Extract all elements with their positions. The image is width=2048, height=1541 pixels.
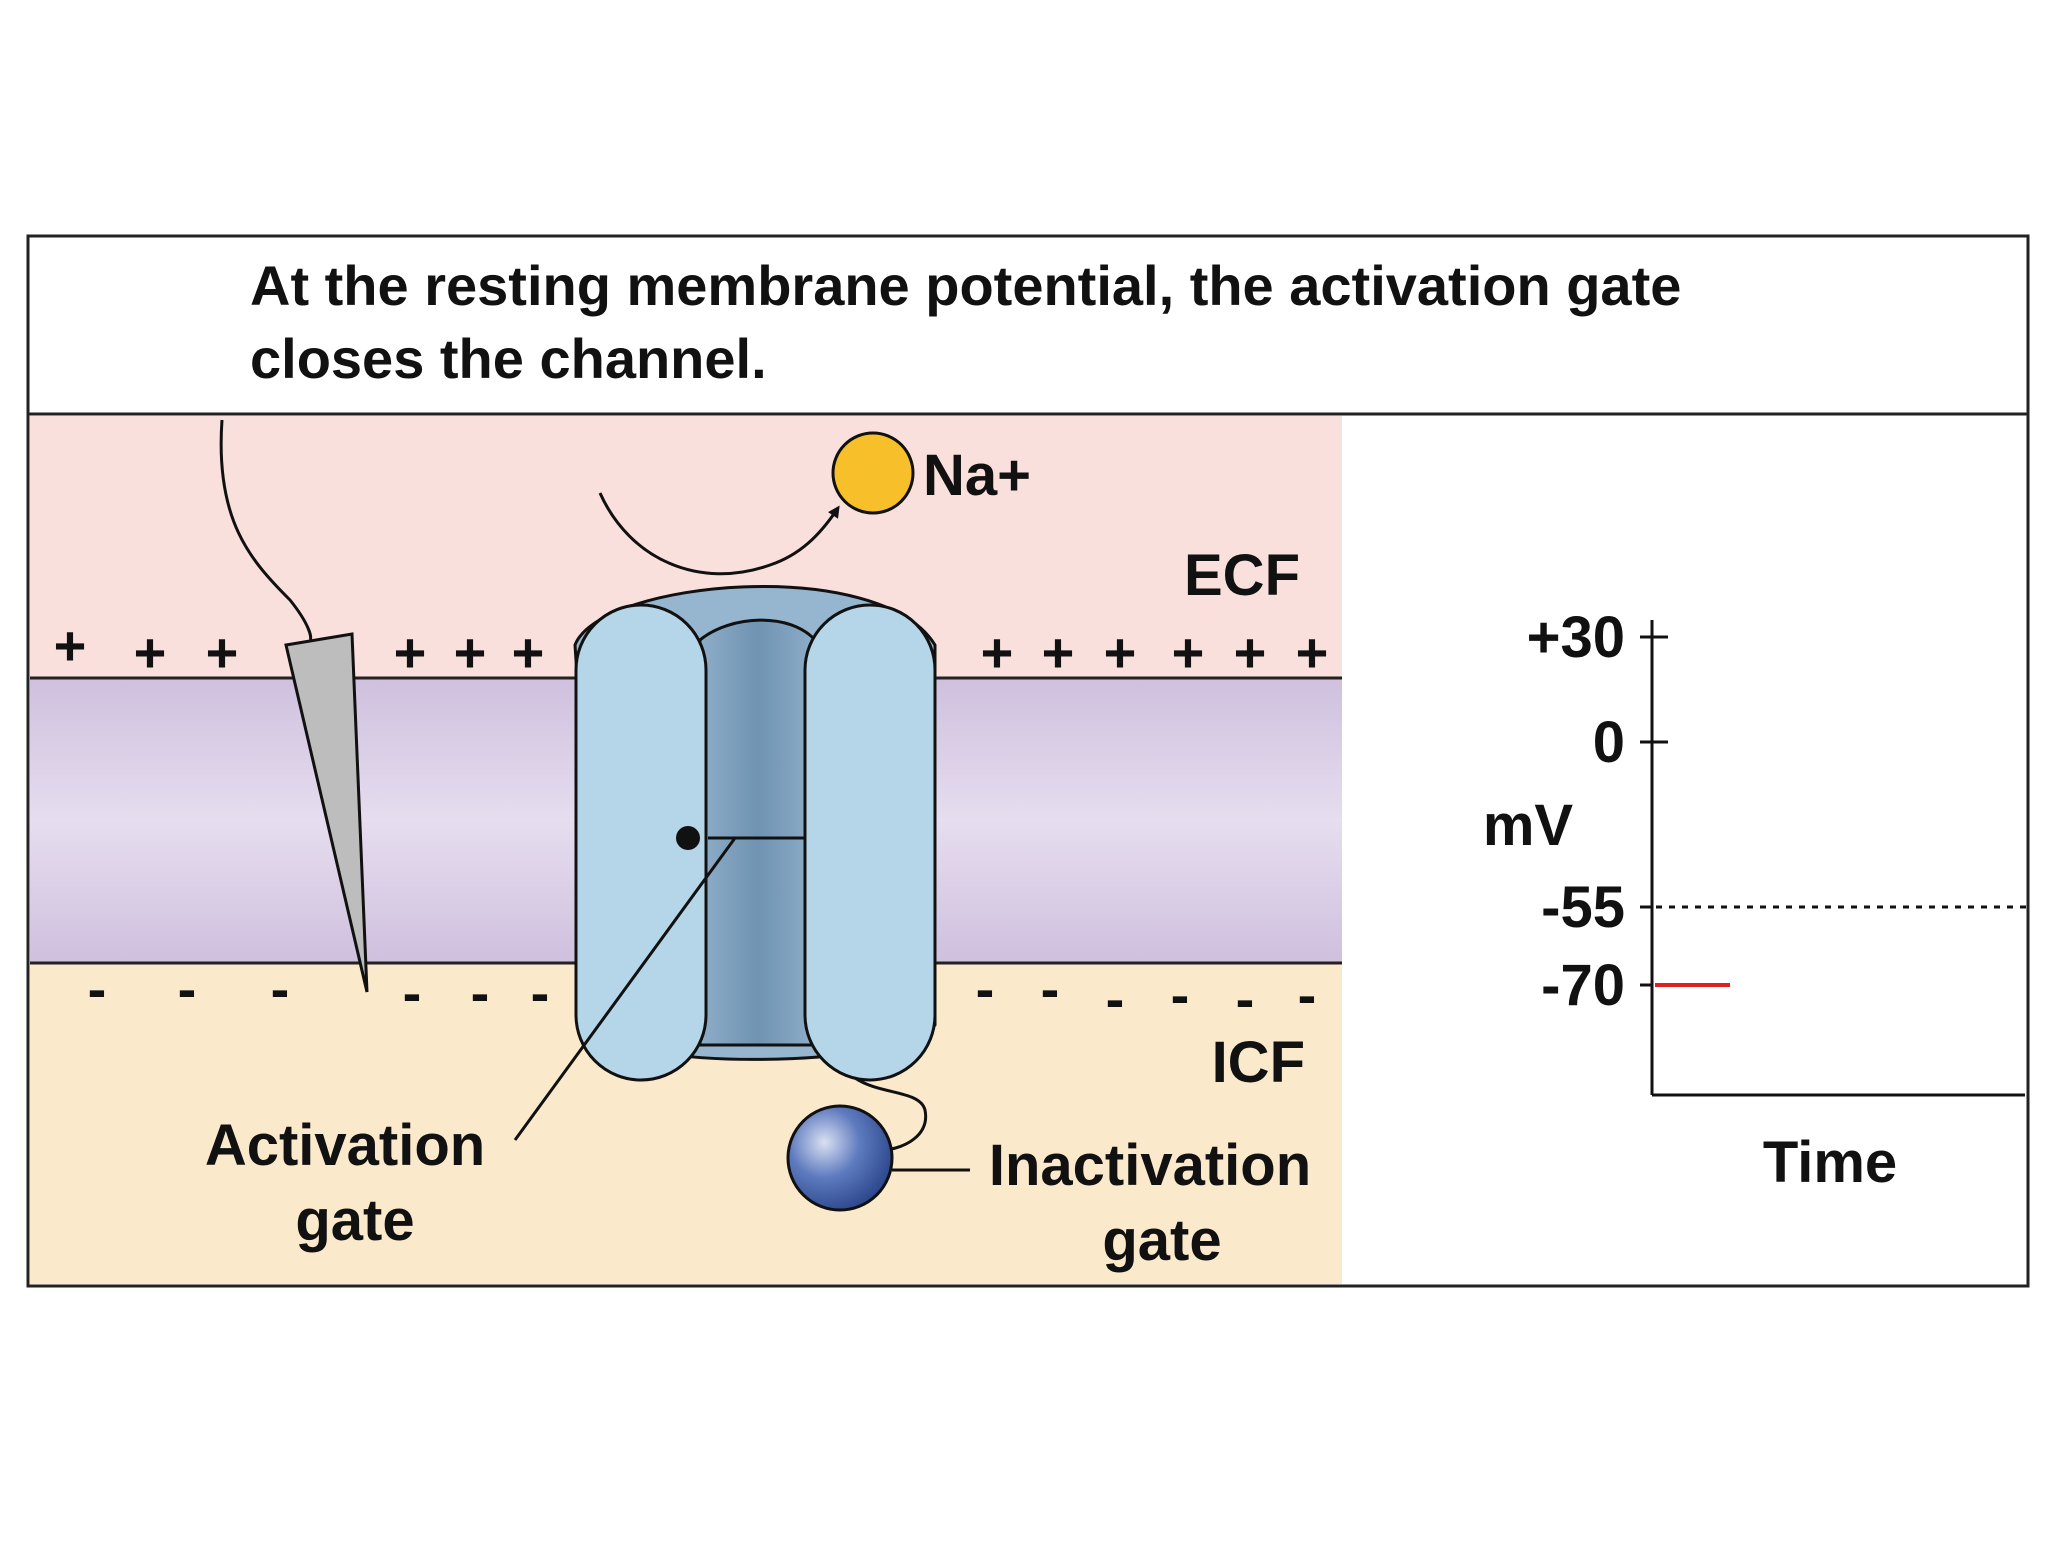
sodium-ion-label: Na+ <box>923 443 1031 508</box>
tick-label: +30 <box>1527 605 1625 670</box>
plus-sign: + <box>1296 621 1329 684</box>
minus-sign: - <box>531 961 550 1024</box>
plus-sign: + <box>1042 621 1075 684</box>
plus-sign: + <box>394 621 427 684</box>
minus-sign: - <box>1171 963 1190 1026</box>
activation-gate-label-line-1: Activation <box>205 1113 485 1178</box>
minus-sign: - <box>1236 967 1255 1030</box>
minus-sign: - <box>271 957 290 1020</box>
voltage-gated-sodium-channel <box>513 585 970 1212</box>
activation-gate-label-line-2: gate <box>295 1188 414 1253</box>
activation-gate-leader <box>513 837 737 1141</box>
plus-sign: + <box>1172 621 1205 684</box>
minus-sign: - <box>471 961 490 1024</box>
minus-sign: - <box>976 957 995 1020</box>
intracellular-charges: - - - - - - - - - - - - <box>88 957 1317 1030</box>
icf-label: ICF <box>1212 1030 1305 1095</box>
tick-label: -55 <box>1541 875 1625 940</box>
channel-subunit-left <box>574 603 708 1082</box>
y-axis-label: mV <box>1483 793 1574 858</box>
channel-pore <box>698 618 817 1047</box>
caption-line-1: At the resting membrane potential, the a… <box>250 254 1681 317</box>
minus-sign: - <box>1106 967 1125 1030</box>
minus-sign: - <box>1298 963 1317 1026</box>
plus-sign: + <box>54 614 87 677</box>
x-axis-label: Time <box>1763 1130 1897 1195</box>
plus-sign: + <box>454 621 487 684</box>
membrane-potential-graph: +30 0 -55 -70 mV Time <box>1483 605 2028 1195</box>
minus-sign: - <box>1041 957 1060 1020</box>
minus-sign: - <box>88 957 107 1020</box>
sodium-ion <box>831 431 915 515</box>
tick-label: -70 <box>1541 953 1625 1018</box>
plus-sign: + <box>206 621 239 684</box>
ecf-label: ECF <box>1184 543 1300 608</box>
inactivation-gate-label-line-2: gate <box>1102 1208 1221 1273</box>
minus-sign: - <box>403 961 422 1024</box>
electrode-wire <box>219 419 313 642</box>
minus-sign: - <box>178 957 197 1020</box>
inactivation-gate-tether <box>854 1076 928 1152</box>
extracellular-charges: + + + + + + + + + + + + <box>54 614 1329 684</box>
plus-sign: + <box>1104 621 1137 684</box>
inactivation-gate-label-line-1: Inactivation <box>989 1133 1311 1198</box>
activation-gate-hinge <box>676 826 700 850</box>
plus-sign: + <box>134 621 167 684</box>
recording-electrode <box>284 632 369 993</box>
inactivation-gate-ball <box>786 1104 894 1212</box>
plus-sign: + <box>981 621 1014 684</box>
plus-sign: + <box>512 621 545 684</box>
tick-label: 0 <box>1593 710 1625 775</box>
channel-subunit-right <box>803 603 937 1082</box>
sodium-path-arrow <box>598 492 840 576</box>
plus-sign: + <box>1234 621 1267 684</box>
caption-line-2: closes the channel. <box>250 327 767 390</box>
